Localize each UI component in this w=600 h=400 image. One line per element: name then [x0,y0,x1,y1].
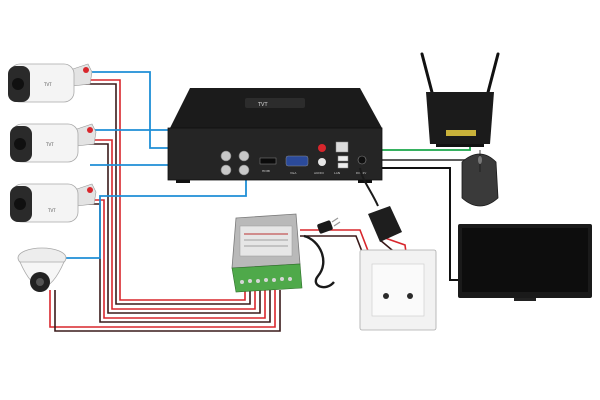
bnc-port-4 [238,164,250,176]
camera-3-lens [14,198,26,210]
power-adapter [359,167,402,242]
hdmi-cable-dvr-monitor [358,167,458,281]
plug-cord [303,234,335,289]
socket-hole-right [407,293,413,299]
dvr-audio-label: AUDIO [314,171,324,175]
camera-2-connector [87,127,93,133]
wifi-router [420,52,500,147]
router-foot [436,144,484,147]
dome-camera-lens-inner [36,278,44,286]
dvr-vga-label: VGA [290,171,297,175]
camera-1-connector [83,67,89,73]
power-cable-cam4-neg [54,290,281,332]
dvr-recorder: TVT HDMI VGA AUDIO LAN DC12V [167,88,383,183]
power-cable-cam1-pos [70,79,246,301]
bnc-port-3 [220,164,232,176]
power-supply-box [231,213,303,293]
bnc-port-1 [220,150,232,162]
power-plug-cord [303,217,341,289]
psu-label [239,225,293,257]
dvr-audio-port-red [318,144,326,152]
adapter-body [368,206,402,242]
adapter-cable [359,167,379,207]
dvr-foot-left [176,180,190,183]
psu-terminals [240,277,292,284]
power-cable-cam4-pos [49,290,276,328]
monitor-screen [462,228,588,292]
dvr-hdmi-port [259,157,277,165]
dvr-back-panel [167,127,383,181]
bullet-camera-2: TVT [10,123,97,163]
camera-1-lens [12,78,24,90]
socket-inner [371,263,425,317]
lcd-monitor [458,224,592,301]
power-cable-cam2-neg [75,143,261,314]
power-cable-cam2-pos [75,139,256,310]
router-ports [446,130,476,136]
camera-3-brand: TVT [47,208,56,213]
camera-2-brand: TVT [45,142,54,147]
bullet-camera-3: TVT [10,183,97,223]
usb-mouse [461,150,499,207]
wall-socket [359,249,437,331]
dvr-lan-label: LAN [334,171,340,175]
mouse-body [461,153,499,207]
plug-head [317,220,333,234]
bullet-camera-1: TVT [8,63,93,103]
camera-3-connector [87,187,93,193]
dvr-usb-port-2 [337,162,349,169]
dvr-audio-port-white [318,158,326,166]
bnc-port-2 [238,150,250,162]
dvr-bnc-ports [220,150,250,176]
dvr-usb-port-1 [337,155,349,162]
dvr-dc-port [357,155,367,165]
power-cable-cam1-neg [70,83,251,305]
dvr-logo-plate [245,98,305,108]
plug-pin-2 [333,221,341,227]
dome-camera [17,247,67,292]
mouse-wheel [478,156,482,164]
dvr-brand: TVT [257,102,268,108]
video-cable-cam4 [65,172,247,259]
psu-terminal-strip [231,263,303,293]
dvr-hdmi-label: HDMI [262,169,270,173]
router-body [426,92,494,144]
camera-1-brand: TVT [43,82,52,87]
plug-pin-1 [331,217,339,223]
camera-2-lens [14,138,26,150]
monitor-stand [514,298,536,301]
dvr-vga-port [285,155,309,167]
socket-hole-left [383,293,389,299]
dvr-lan-port [335,141,349,153]
